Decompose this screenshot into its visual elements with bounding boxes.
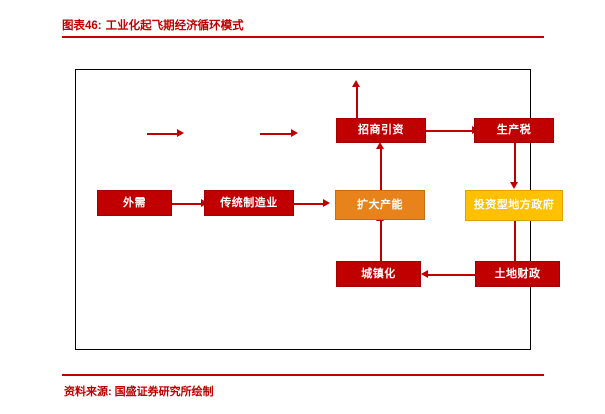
edge-capacity-to-invest-arrow bbox=[352, 80, 360, 87]
node-traditional-manufacturing[interactable]: 传统制造业 bbox=[204, 190, 294, 216]
source-label: 资料来源: bbox=[64, 386, 112, 398]
edge-urbanization-to-expand-capacity bbox=[380, 220, 382, 262]
node-external-demand[interactable]: 外需 bbox=[97, 190, 172, 216]
title-divider bbox=[62, 36, 544, 38]
source-text: 国盛证券研究所绘制 bbox=[114, 386, 214, 398]
node-expand-capacity-label: 扩大产能 bbox=[357, 198, 403, 211]
node-production-tax[interactable]: 生产税 bbox=[474, 118, 554, 143]
node-land-finance[interactable]: 土地财政 bbox=[475, 261, 560, 287]
footer-divider bbox=[62, 374, 544, 376]
figure-number: 图表46: bbox=[62, 20, 102, 32]
node-land-finance-label: 土地财政 bbox=[494, 267, 541, 280]
node-traditional-manufacturing-label: 传统制造业 bbox=[220, 196, 278, 209]
edge-external-demand-to-traditional-mfg bbox=[172, 203, 203, 205]
node-investment-local-government-label: 投资型地方政府 bbox=[473, 199, 555, 212]
edge-attract-investment-to-production-tax bbox=[426, 130, 474, 132]
edge-external-to-mfg-line bbox=[147, 133, 179, 135]
edge-capacity-to-invest-line bbox=[356, 85, 358, 120]
node-attract-investment[interactable]: 招商引资 bbox=[336, 118, 426, 143]
node-urbanization-label: 城镇化 bbox=[361, 267, 396, 280]
node-investment-local-government[interactable]: 投资型地方政府 bbox=[465, 190, 563, 221]
edge-expand-capacity-to-attract-investment-arrowhead bbox=[376, 142, 384, 149]
page-title: 工业化起飞期经济循环模式 bbox=[105, 20, 244, 32]
source-row: 资料来源: 国盛证券研究所绘制 bbox=[64, 383, 214, 399]
edge-traditional-mfg-to-expand-capacity-arrowhead bbox=[323, 199, 330, 207]
edge-mfg-to-capacity-arrow bbox=[291, 129, 298, 137]
edge-expand-capacity-to-attract-investment bbox=[380, 148, 382, 193]
figure-title-row: 图表46: 工业化起飞期经济循环模式 bbox=[62, 17, 244, 33]
edge-external-to-mfg-arrow bbox=[177, 129, 184, 137]
edge-land-finance-to-urbanization bbox=[427, 274, 475, 276]
edge-traditional-mfg-to-expand-capacity bbox=[294, 203, 325, 205]
edge-investment-gov-to-land-finance bbox=[514, 221, 516, 263]
node-production-tax-label: 生产税 bbox=[496, 124, 532, 137]
edge-mfg-to-capacity-line bbox=[260, 133, 293, 135]
node-urbanization[interactable]: 城镇化 bbox=[336, 261, 421, 287]
edge-land-finance-to-urbanization-arrowhead bbox=[421, 270, 428, 278]
node-external-demand-label: 外需 bbox=[123, 196, 146, 209]
edge-production-tax-to-investment-gov-arrowhead bbox=[510, 182, 518, 189]
edge-production-tax-to-investment-gov bbox=[514, 143, 516, 183]
node-attract-investment-label: 招商引资 bbox=[358, 124, 404, 137]
node-expand-capacity[interactable]: 扩大产能 bbox=[335, 190, 425, 220]
